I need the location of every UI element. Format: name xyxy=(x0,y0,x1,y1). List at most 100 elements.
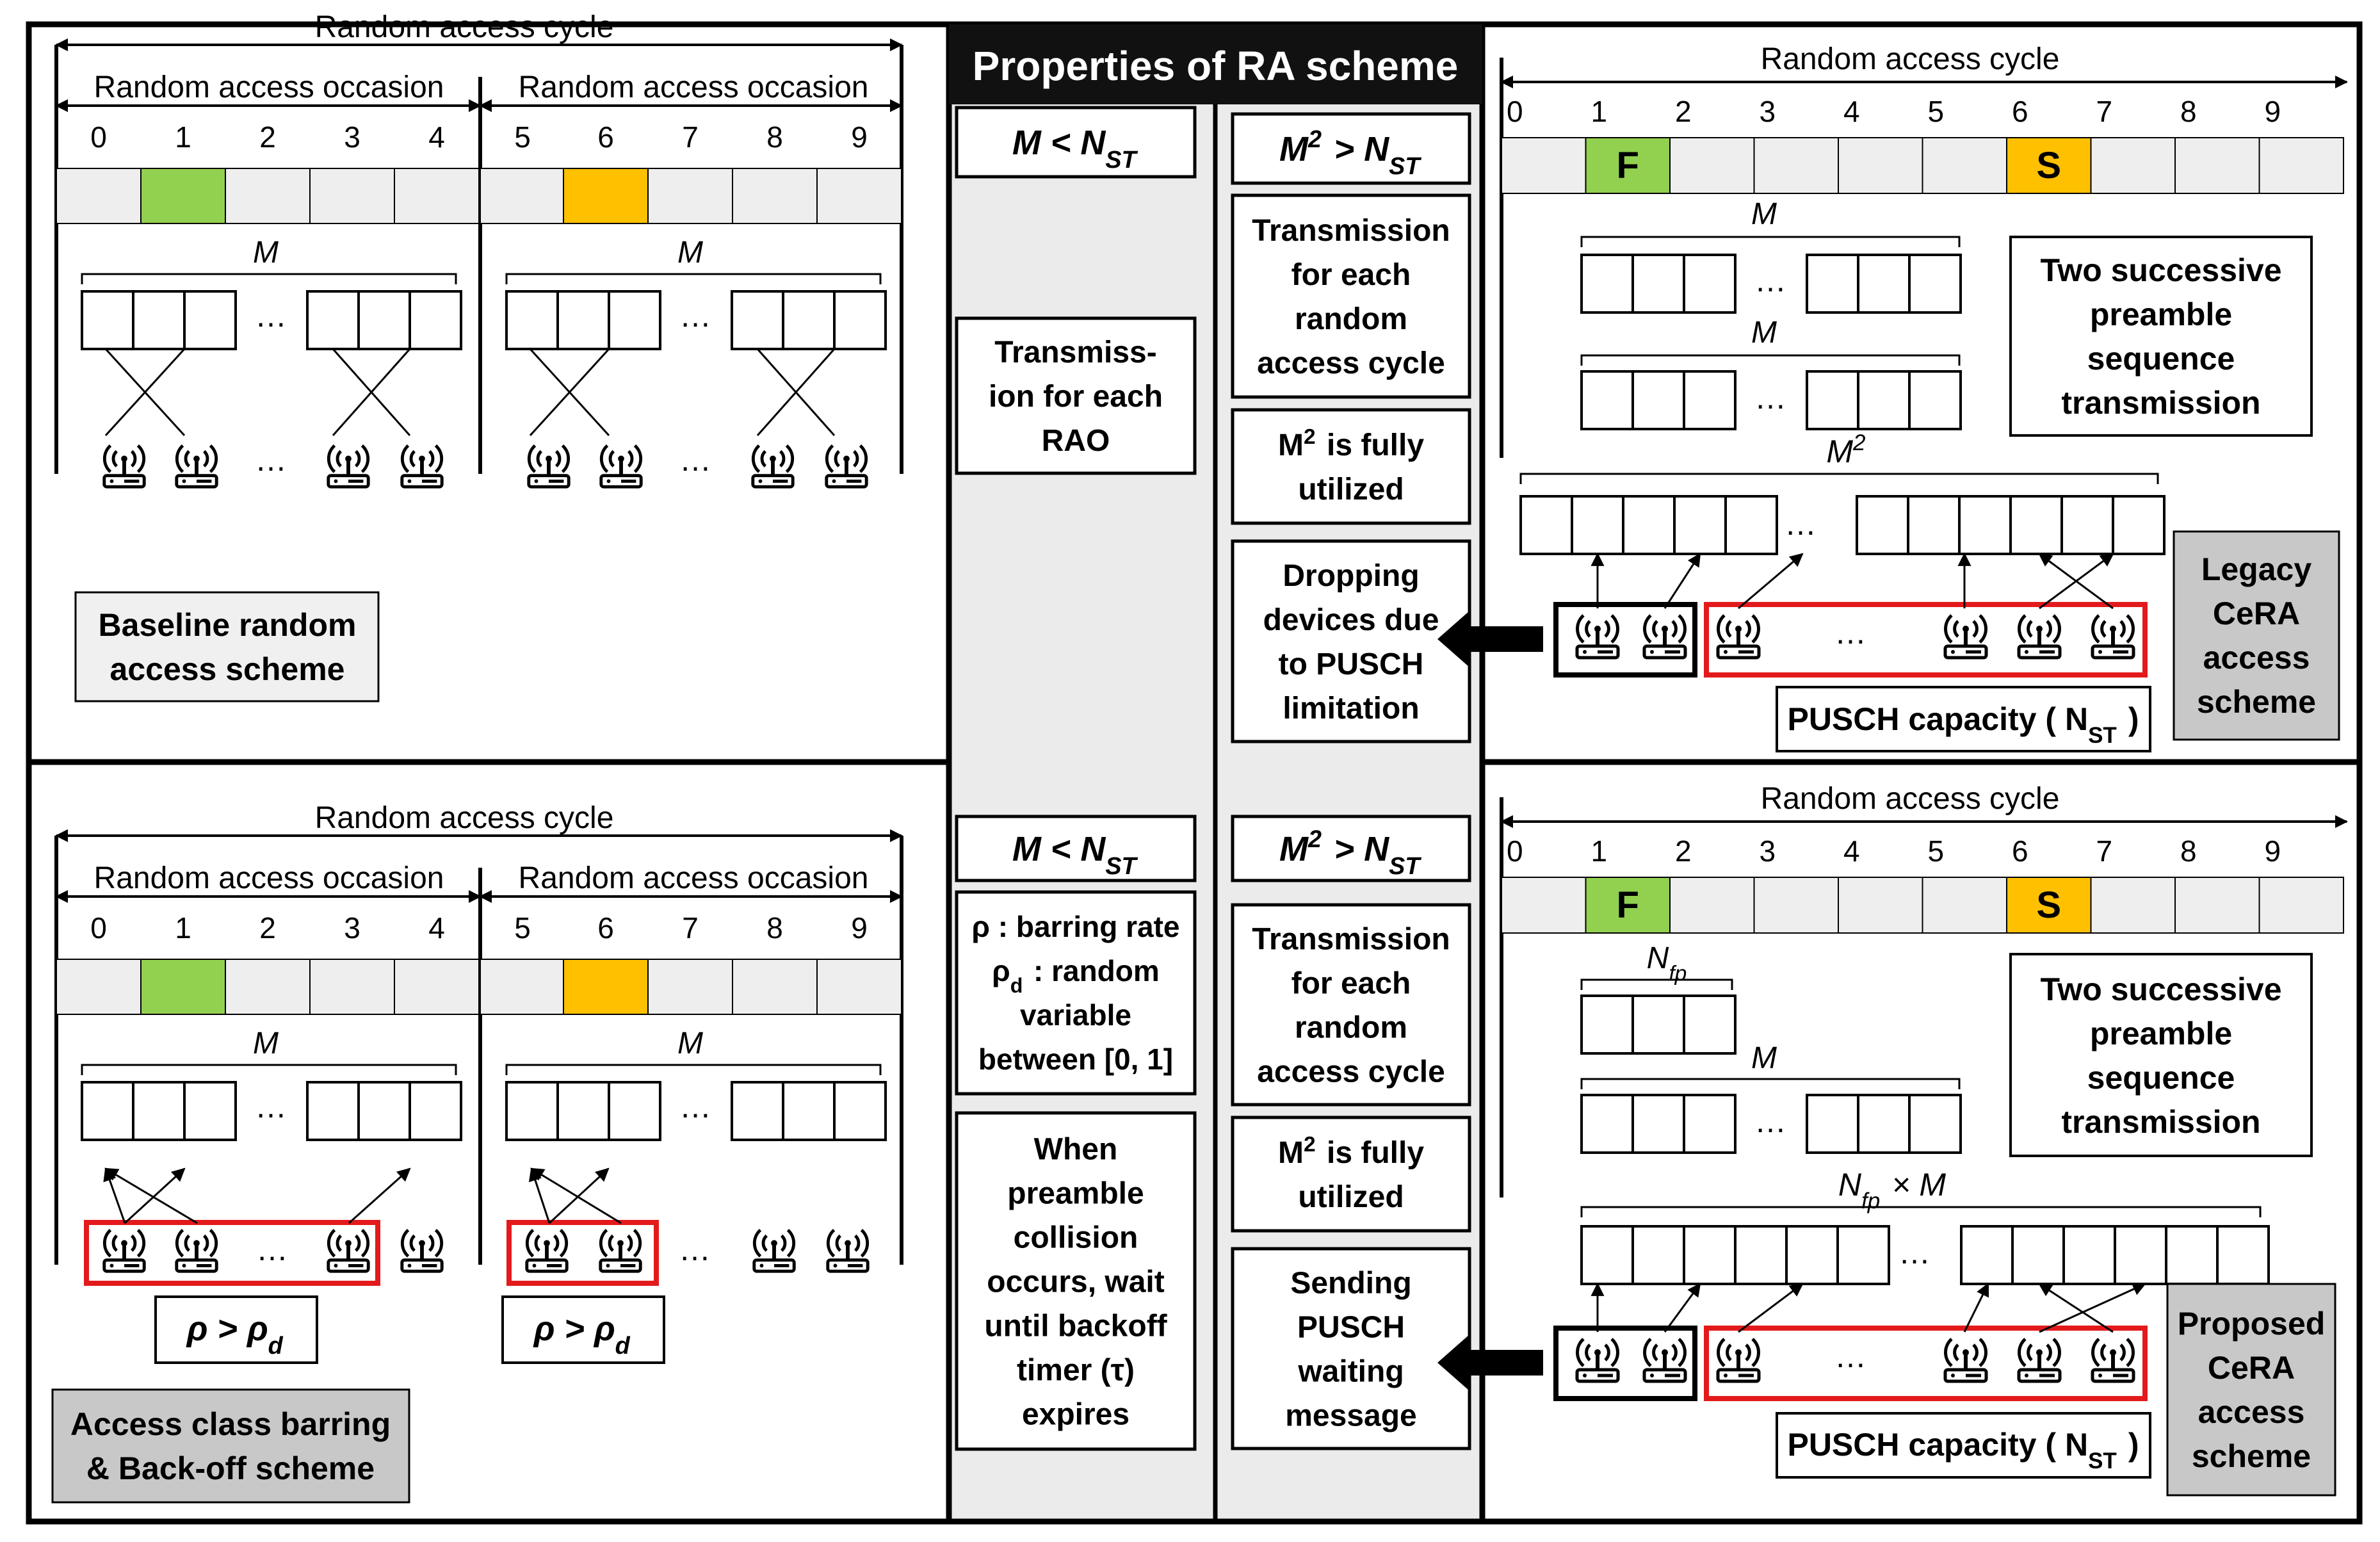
preamble-cell xyxy=(1580,1094,1634,1154)
slot-cell xyxy=(1585,137,1671,194)
slot-cell xyxy=(732,168,818,224)
slot-cell xyxy=(140,959,226,1015)
preamble-cell xyxy=(1580,994,1634,1055)
preamble-cell xyxy=(357,1081,411,1141)
slot-cell xyxy=(1922,877,2007,934)
slot-cell xyxy=(647,959,733,1015)
preamble-cell xyxy=(1958,495,2012,555)
slot-cell xyxy=(309,168,395,224)
ellipsis: … xyxy=(679,1089,711,1124)
label-line: for each xyxy=(1291,966,1411,1000)
preamble-cell xyxy=(409,1081,462,1141)
preamble-cell xyxy=(1631,370,1685,430)
left-arrow-icon xyxy=(1437,611,1543,667)
access-arrow xyxy=(2038,1283,2114,1333)
label-line: access scheme xyxy=(110,651,345,687)
condition-box-text: M2 > NST xyxy=(1279,826,1423,880)
slot-number: 5 xyxy=(1927,834,1944,868)
slot-cell xyxy=(2090,877,2176,934)
slot-number: 1 xyxy=(175,120,191,154)
slot-cell xyxy=(1922,137,2007,194)
transmission-cycle-box xyxy=(1231,903,1471,1107)
m-label: M xyxy=(1751,316,1777,350)
ellipsis: … xyxy=(1834,615,1866,651)
preamble-cell xyxy=(81,1081,134,1141)
preamble-cell xyxy=(2114,1225,2167,1285)
access-arrow xyxy=(530,1167,622,1224)
preamble-cell xyxy=(409,290,462,350)
label-line: Access class barring xyxy=(70,1406,391,1442)
condition-box xyxy=(955,106,1197,179)
access-arrow xyxy=(348,1167,411,1224)
label-line: & Back-off scheme xyxy=(86,1450,375,1486)
slot-number: 0 xyxy=(1507,834,1523,868)
two-successive-box xyxy=(2009,236,2313,437)
second-slot-label: S xyxy=(2036,884,2061,926)
preamble-cell xyxy=(833,1081,887,1141)
slot-number: 1 xyxy=(1591,834,1607,868)
m-label: M xyxy=(677,1027,703,1060)
served-devices-highlight xyxy=(1704,1326,2148,1401)
slot-cell xyxy=(480,959,565,1015)
brace xyxy=(505,1064,882,1075)
label-line: until backoff xyxy=(984,1309,1167,1343)
preamble-cell xyxy=(1836,1225,1890,1285)
label-line: M2 is fully xyxy=(1278,425,1424,462)
label-line: Proposed xyxy=(2178,1306,2326,1342)
slot-number: 4 xyxy=(1843,834,1860,868)
antenna-device-icon xyxy=(1945,1339,1986,1381)
preamble-cell xyxy=(1724,495,1778,555)
pusch-capacity-box xyxy=(1776,1412,2151,1479)
slot-number: 9 xyxy=(2264,95,2281,128)
slot-number: 9 xyxy=(851,120,868,154)
label-line: ρ : barring rate xyxy=(972,910,1180,943)
brace xyxy=(1580,1206,2262,1217)
brace xyxy=(1519,473,2159,484)
preamble-cell xyxy=(1806,1094,1859,1154)
slot-cell xyxy=(225,959,311,1015)
two-successive-text: Two successivepreamblesequencetransmissi… xyxy=(2040,971,2281,1140)
label-line: expires xyxy=(1022,1397,1129,1431)
slot-number: 8 xyxy=(2180,834,2197,868)
antenna-device-icon xyxy=(104,446,144,487)
second-slot-label: S xyxy=(2036,145,2061,186)
slot-cell xyxy=(56,959,142,1015)
label-line: Two successive xyxy=(2040,252,2281,288)
slot-number: 5 xyxy=(514,120,531,154)
preamble-cell xyxy=(1580,254,1634,314)
preamble-cell xyxy=(1683,1094,1736,1154)
antenna-device-icon xyxy=(402,1230,442,1271)
access-arrow xyxy=(548,1167,610,1224)
antenna-device-icon xyxy=(402,446,442,487)
barred-devices-highlight xyxy=(84,1220,380,1286)
preamble-cell xyxy=(183,290,237,350)
access-arrow xyxy=(1963,1283,1989,1333)
antenna-device-icon xyxy=(1644,1339,1685,1381)
brace xyxy=(81,1064,457,1075)
label-line: occurs, wait xyxy=(987,1265,1164,1299)
slot-number: 5 xyxy=(1927,95,1944,128)
label-line: transmission xyxy=(2061,1104,2260,1140)
label-line: for each xyxy=(1291,258,1411,292)
preamble-cell xyxy=(556,1081,610,1141)
label-line: Legacy xyxy=(2201,551,2312,587)
condition-box-text: M < NST xyxy=(1012,830,1139,880)
barring-condition: ρ > ρd xyxy=(533,1310,633,1359)
slot-cell xyxy=(394,168,480,224)
label-line: message xyxy=(1285,1399,1416,1432)
antenna-device-icon xyxy=(1644,615,1685,658)
m-label: M xyxy=(253,1027,279,1060)
antenna-device-icon xyxy=(2093,1339,2133,1381)
slot-cell xyxy=(563,168,649,224)
preamble-cell xyxy=(306,290,360,350)
slot-cell xyxy=(816,168,902,224)
slot-cell xyxy=(1838,137,1923,194)
preamble-cell xyxy=(1622,495,1676,555)
preamble-cell xyxy=(1519,495,1573,555)
slot-cell xyxy=(140,168,226,224)
ellipsis: … xyxy=(1754,380,1786,416)
preamble-cell xyxy=(833,290,887,350)
